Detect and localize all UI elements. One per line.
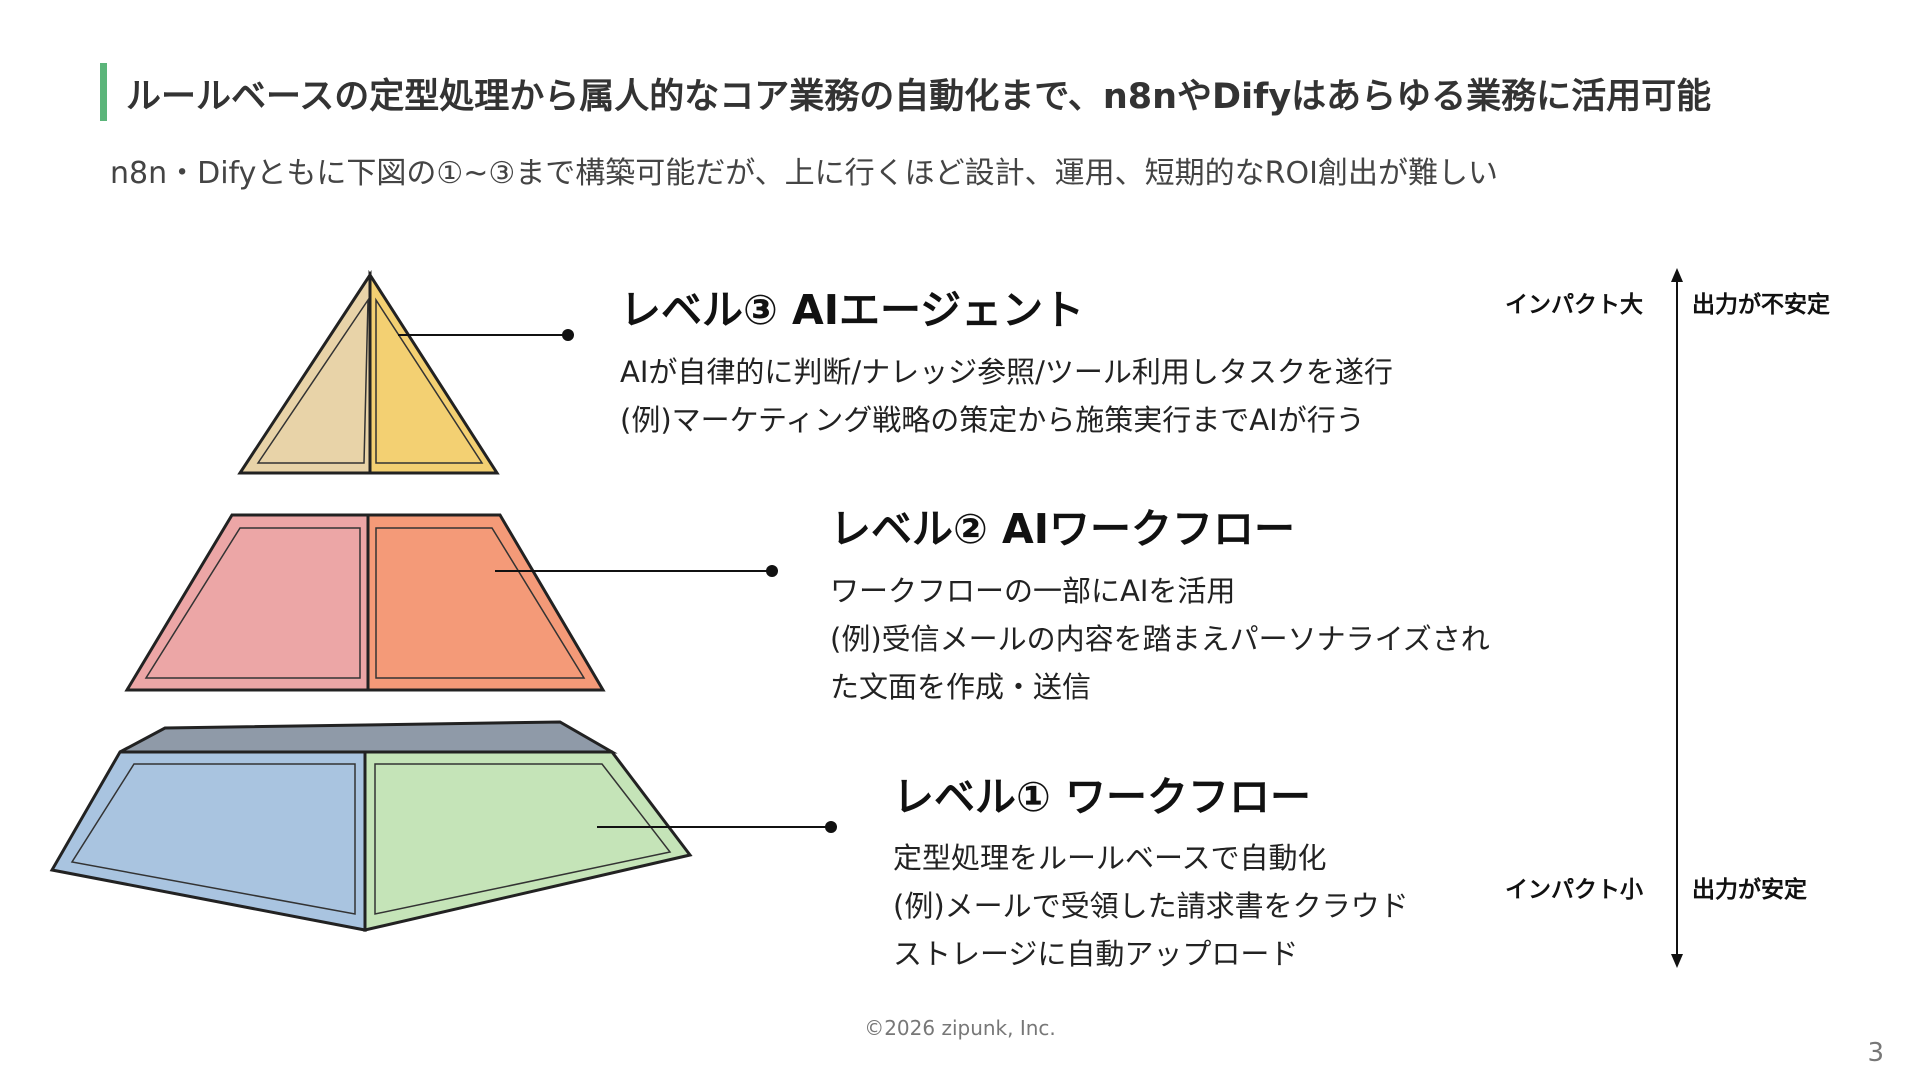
level-2-line-3: た文面を作成・送信 [830, 670, 1092, 704]
copyright: ©2026 zipunk, Inc. [864, 1016, 1056, 1040]
level-3-line-2: (例)マーケティング戦略の策定から施策実行までAIが行う [620, 403, 1365, 437]
level-3-line-1: AIが自律的に判断/ナレッジ参照/ツール利用しタスクを遂行 [620, 355, 1393, 389]
level-2-description: ワークフローの一部にAIを活用 (例)受信メールの内容を踏まえパーソナライズされ… [830, 567, 1490, 711]
pyramid-level-3-right-face [368, 269, 500, 475]
impact-axis [1671, 268, 1683, 968]
pyramid-level-3-left-face [237, 269, 372, 475]
level-1-line-1: 定型処理をルールベースで自動化 [893, 841, 1327, 875]
title-accent-bar [100, 63, 107, 121]
axis-arrow-down-icon [1671, 954, 1683, 968]
page-subtitle: n8n・Difyともに下図の①~③まで構築可能だが、上に行くほど設計、運用、短期… [110, 156, 1498, 191]
pyramid-level-3 [237, 269, 574, 475]
level-2-line-1: ワークフローの一部にAIを活用 [830, 574, 1236, 608]
pyramid-level-1-right-face [363, 750, 693, 932]
axis-bottom-output-label: 出力が安定 [1692, 877, 1807, 903]
page-title: ルールベースの定型処理から属人的なコア業務の自動化まで、n8nやDifyはあらゆ… [126, 77, 1712, 117]
level-1-description: 定型処理をルールベースで自動化 (例)メールで受領した請求書をクラウド ストレー… [893, 834, 1409, 978]
axis-top-impact-label: インパクト大 [1505, 292, 1643, 318]
level-2-line-2: (例)受信メールの内容を踏まえパーソナライズされ [830, 622, 1490, 656]
level-1-line-3: ストレージに自動アップロード [893, 937, 1299, 971]
level-1-heading: レベル① ワークフロー [893, 773, 1311, 821]
level-3-description: AIが自律的に判断/ナレッジ参照/ツール利用しタスクを遂行 (例)マーケティング… [620, 348, 1393, 444]
axis-arrow-up-icon [1671, 268, 1683, 282]
axis-top-output-label: 出力が不安定 [1692, 292, 1830, 318]
level-2-heading: レベル② AIワークフロー [830, 505, 1295, 553]
pyramid-level-1-connector-dot [825, 821, 837, 833]
pyramid-level-1-top-face [119, 720, 618, 754]
level-3-heading: レベル③ AIエージェント [620, 286, 1085, 334]
pyramid-level-2-connector-dot [766, 565, 778, 577]
pyramid-level-2-left-face [124, 513, 370, 692]
pyramid-level-2-right-face [366, 513, 606, 692]
pyramid-level-3-connector-dot [562, 329, 574, 341]
level-1-line-2: (例)メールで受領した請求書をクラウド [893, 889, 1409, 923]
axis-bottom-impact-label: インパクト小 [1505, 877, 1643, 903]
pyramid-level-2 [124, 513, 778, 692]
page-number: 3 [1867, 1038, 1884, 1068]
pyramid-level-1-left-face [49, 750, 367, 932]
pyramid-level-1 [49, 720, 837, 932]
